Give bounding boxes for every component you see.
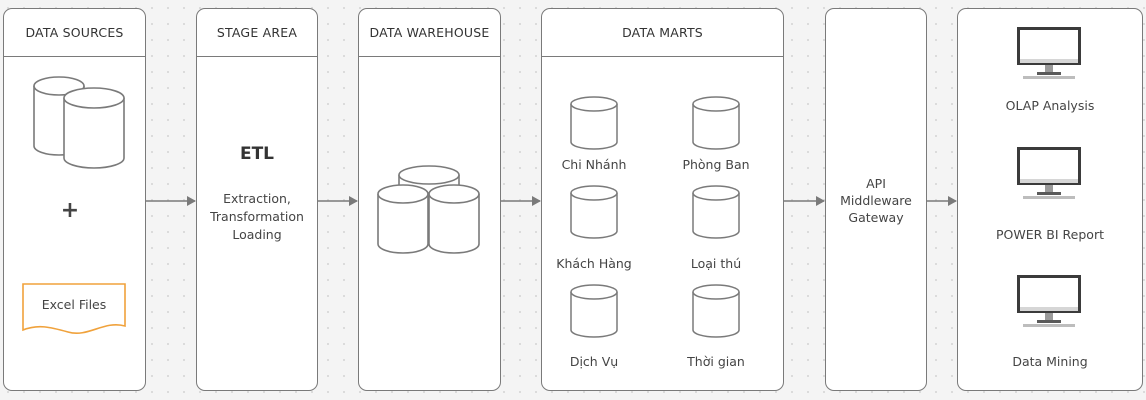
mart-label: Chi Nhánh bbox=[561, 157, 627, 172]
plus-sign: + bbox=[60, 198, 80, 223]
output-label: POWER BI Report bbox=[996, 227, 1104, 242]
mart-label: Khách Hàng bbox=[556, 256, 632, 271]
middleware-line3: Gateway bbox=[848, 210, 904, 225]
etl-desc-line2: Transformation bbox=[210, 209, 304, 224]
etl-desc-line1: Extraction, bbox=[223, 191, 291, 206]
excel-files-label: Excel Files bbox=[41, 297, 107, 312]
stage-area-panel: STAGE AREA bbox=[196, 8, 318, 391]
outputs-panel bbox=[957, 8, 1143, 391]
data-sources-title: DATA SOURCES bbox=[4, 9, 145, 57]
middleware-line2: Middleware bbox=[840, 193, 912, 208]
mart-label: Phòng Ban bbox=[682, 157, 750, 172]
mart-label: Thời gian bbox=[687, 354, 745, 369]
etl-desc-line3: Loading bbox=[232, 227, 282, 242]
middleware-panel bbox=[825, 8, 927, 391]
output-label: Data Mining bbox=[1012, 354, 1088, 369]
mart-label: Loại thú bbox=[690, 256, 742, 271]
stage-area-title: STAGE AREA bbox=[197, 9, 317, 57]
data-marts-panel: DATA MARTS bbox=[541, 8, 784, 391]
mart-label: Dịch Vụ bbox=[569, 354, 619, 369]
middleware-line1: API bbox=[866, 176, 886, 191]
etl-label: ETL bbox=[239, 144, 275, 164]
data-warehouse-title: DATA WAREHOUSE bbox=[359, 9, 500, 57]
data-warehouse-panel: DATA WAREHOUSE bbox=[358, 8, 501, 391]
data-marts-title: DATA MARTS bbox=[542, 9, 783, 57]
output-label: OLAP Analysis bbox=[1005, 98, 1095, 113]
